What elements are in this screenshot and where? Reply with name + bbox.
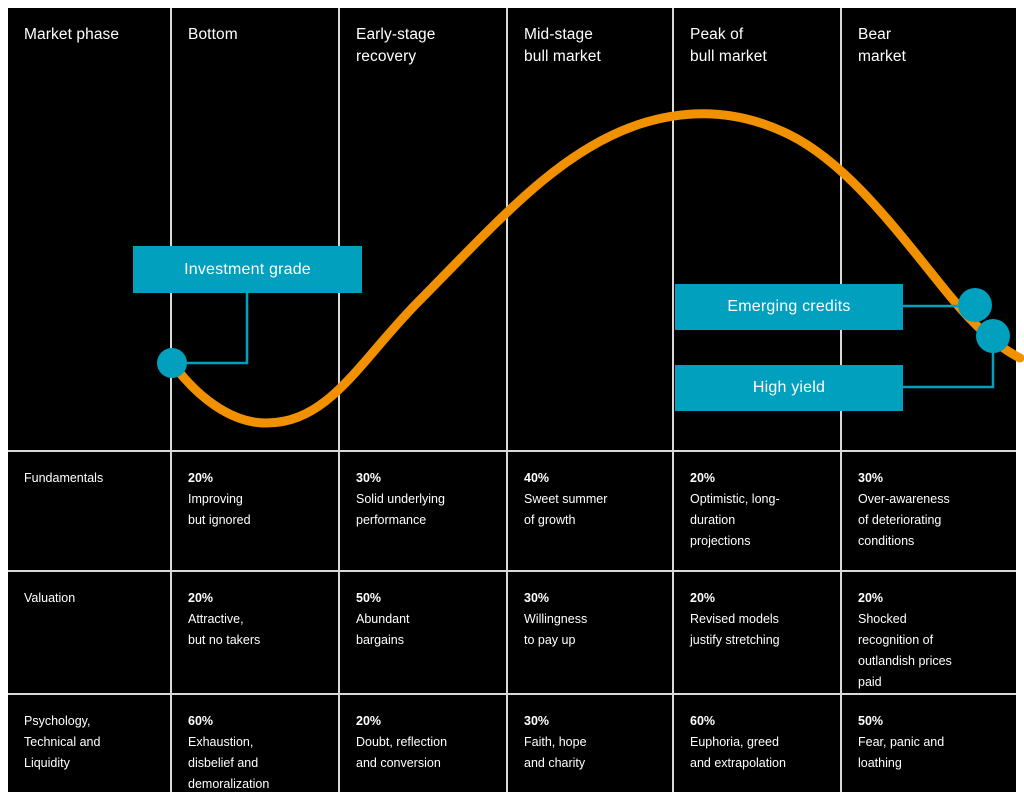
header-cell-phase-3: Mid-stage bull market [508,8,672,450]
cell-description: Over-awareness of deteriorating conditio… [858,492,950,548]
cell-description: Improving but ignored [188,492,251,527]
cell-description: Fear, panic and loathing [858,735,945,770]
table-cell-psychology-1: 60% Exhaustion, disbelief and demoraliza… [172,695,338,792]
cell-description: Doubt, reflection and conversion [356,735,448,770]
header-label-phase-5: Bear market [858,26,906,65]
cell-description: Faith, hope and charity [524,735,587,770]
header-cell-phase-2: Early-stage recovery [340,8,506,450]
callout-investment-grade[interactable]: Investment grade [133,246,362,293]
cell-description: Shocked recognition of outlandish prices… [858,612,952,689]
cell-description: Attractive, but no takers [188,612,261,647]
callout-emerging-credits[interactable]: Emerging credits [675,284,903,330]
cell-percent: 30% [524,591,550,605]
header-label-phase-1: Bottom [188,26,238,43]
cell-percent: 40% [524,471,550,485]
row-label-text: Valuation [24,591,76,605]
cell-percent: 20% [690,591,716,605]
table-cell-valuation-3: 30% Willingness to pay up [508,572,672,693]
cell-description: Willingness to pay up [524,612,588,647]
cell-percent: 20% [690,471,716,485]
table-cell-fundamentals-5: 30% Over-awareness of deteriorating cond… [842,452,1016,570]
table-cell-valuation-5: 20% Shocked recognition of outlandish pr… [842,572,1016,693]
table-cell-fundamentals-3: 40% Sweet summer of growth [508,452,672,570]
table-cell-valuation-2: 50% Abundant bargains [340,572,506,693]
header-label-phase-3: Mid-stage bull market [524,26,601,65]
row-label-text: Psychology, Technical and Liquidity [24,714,101,770]
callout-label: Emerging credits [727,298,851,315]
callout-label: Investment grade [184,260,311,278]
cell-description: Exhaustion, disbelief and demoralization [188,735,270,791]
cell-description: Sweet summer of growth [524,492,608,527]
cell-percent: 30% [524,714,550,728]
cell-description: Abundant bargains [356,612,410,647]
cell-description: Euphoria, greed and extrapolation [690,735,786,770]
cell-percent: 50% [356,591,382,605]
cell-description: Solid underlying performance [356,492,445,527]
header-cell-phase-1: Bottom [172,8,338,450]
cell-percent: 20% [858,591,884,605]
row-label-valuation: Valuation [8,572,170,693]
cell-percent: 60% [188,714,214,728]
callout-high-yield[interactable]: High yield [675,365,903,411]
cell-percent: 30% [858,471,884,485]
cell-description: Revised models justify stretching [690,612,780,647]
cell-percent: 20% [356,714,382,728]
cell-percent: 20% [188,471,214,485]
header-label-phase-2: Early-stage recovery [356,26,436,65]
row-label-psychology: Psychology, Technical and Liquidity [8,695,170,792]
table-cell-psychology-3: 30% Faith, hope and charity [508,695,672,792]
cell-description: Optimistic, long- duration projections [690,492,780,548]
table-cell-fundamentals-1: 20% Improving but ignored [172,452,338,570]
cell-percent: 20% [188,591,214,605]
cell-percent: 50% [858,714,884,728]
header-cell-market-phase: Market phase [8,8,170,450]
cell-percent: 30% [356,471,382,485]
header-label-phase-4: Peak of bull market [690,26,767,65]
table-cell-psychology-4: 60% Euphoria, greed and extrapolation [674,695,840,792]
table-cell-psychology-5: 50% Fear, panic and loathing [842,695,1016,792]
table-cell-fundamentals-2: 30% Solid underlying performance [340,452,506,570]
cell-percent: 60% [690,714,716,728]
row-label-fundamentals: Fundamentals [8,452,170,570]
table-cell-fundamentals-4: 20% Optimistic, long- duration projectio… [674,452,840,570]
table-cell-valuation-1: 20% Attractive, but no takers [172,572,338,693]
row-label-text: Fundamentals [24,471,104,485]
callout-label: High yield [752,379,826,396]
table-cell-psychology-2: 20% Doubt, reflection and conversion [340,695,506,792]
table-cell-valuation-4: 20% Revised models justify stretching [674,572,840,693]
header-label-market-phase: Market phase [24,26,120,43]
